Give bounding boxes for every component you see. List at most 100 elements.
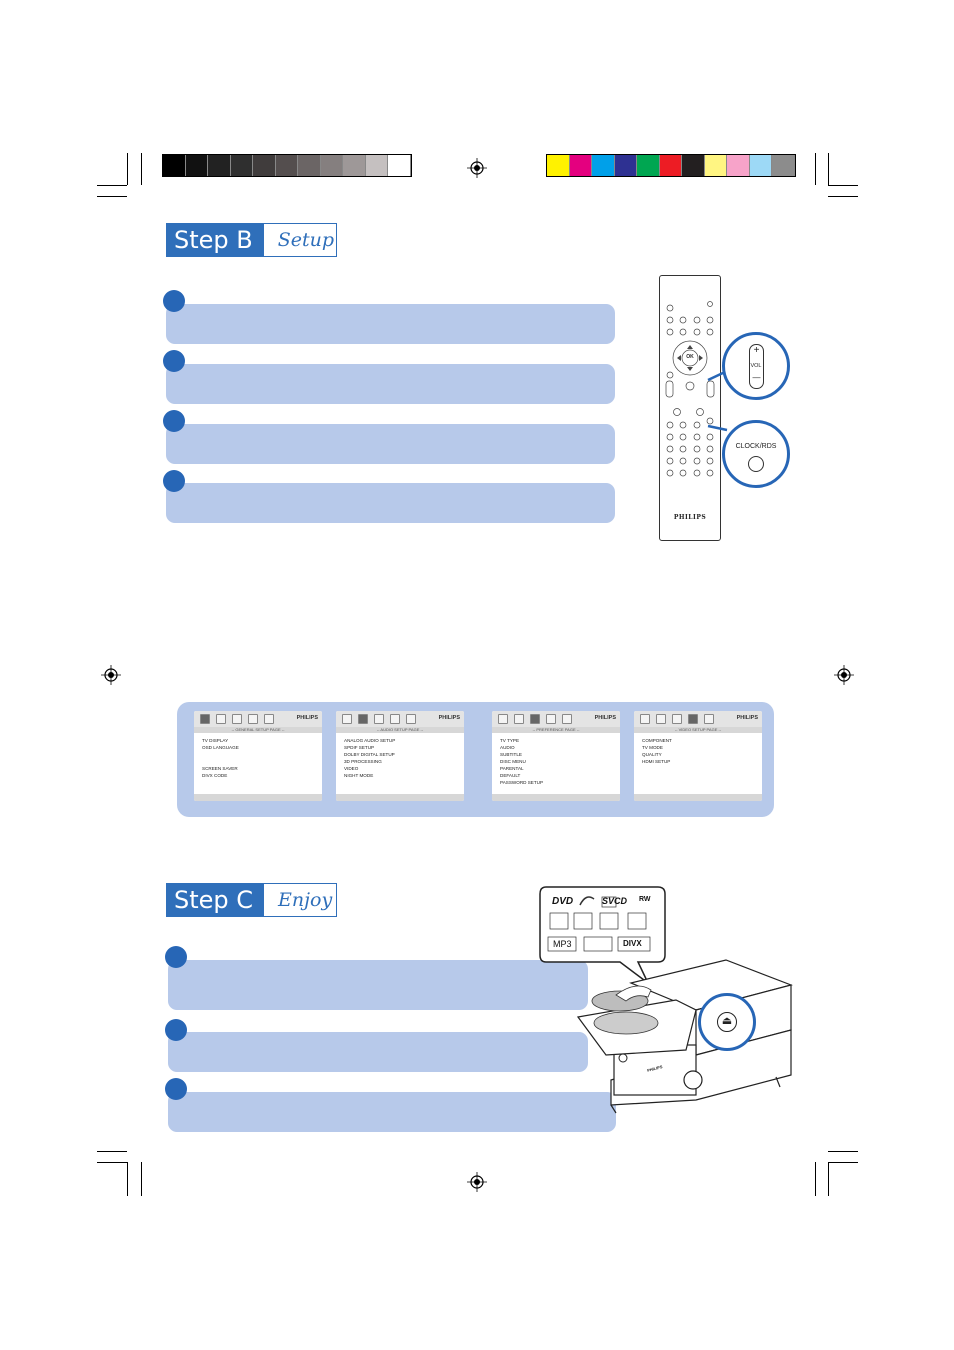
process-color-bar [546,154,796,177]
color-swatch [388,155,411,176]
crop-mark [141,1162,142,1196]
setup-menu-item: PARENTAL [500,766,524,771]
step-c-bullet-3 [165,1078,187,1100]
setup-menu-item: 3D PROCESSING [344,759,382,764]
setup-page-icon [232,714,242,724]
setup-menu-item: TV DISPLAY [202,738,229,743]
dvd-logo: DVD [552,896,574,907]
step-b-instruction-3 [166,424,615,464]
grayscale-color-bar [162,154,412,177]
step-c-instruction-1 [168,960,588,1010]
setup-menu-toolbar: PHILIPS [194,711,322,727]
step-b-bullet-3 [163,410,185,432]
setup-page-icon [200,714,210,724]
registration-mark-icon [467,158,487,178]
setup-page-icon [688,714,698,724]
step-c-label: Step C [166,883,264,917]
setup-page-title: -- AUDIO SETUP PAGE -- [336,727,464,733]
setup-menu-item: DIVX CODE [202,773,228,778]
crop-mark [97,185,127,186]
color-swatch [592,155,615,176]
setup-menu-item: SPDIF SETUP [344,745,375,750]
setup-page-icon [390,714,400,724]
setup-page-icon [498,714,508,724]
setup-page-icon [406,714,416,724]
setup-menu-item: DOLBY DIGITAL SETUP [344,752,395,757]
crop-mark [828,1162,858,1163]
color-swatch [727,155,750,176]
remote-ok-label: OK [686,354,694,360]
color-swatch [320,155,343,176]
vol-minus-label: — [752,373,761,382]
color-swatch [569,155,592,176]
setup-menu-footer [194,794,322,801]
setup-menu-screen: PHILIPS-- GENERAL SETUP PAGE --TV DISPLA… [194,711,322,801]
color-swatch [365,155,388,176]
screen-brand: PHILIPS [438,715,460,721]
crop-mark [828,153,829,185]
setup-menu-item: HDMI SETUP [642,759,671,764]
registration-mark-icon [834,665,854,685]
setup-page-icon [530,714,540,724]
step-c-instruction-2 [168,1032,588,1072]
crop-mark [828,185,858,186]
rw-logo: RW [639,896,651,903]
color-swatch [253,155,276,176]
registration-mark-icon [101,665,121,685]
setup-menu-item: PASSWORD SETUP [500,780,544,785]
color-swatch [614,155,637,176]
vol-plus-label: + [753,345,760,356]
setup-page-icon [514,714,524,724]
crop-mark [97,1162,127,1163]
setup-menu-item: AUDIO [500,745,515,750]
setup-menu-item: SUBTITLE [500,752,522,757]
color-swatch [185,155,208,176]
setup-menu-footer [634,794,762,801]
setup-menu-item: ANALOG AUDIO SETUP [344,738,396,743]
setup-page-icon [216,714,226,724]
setup-page-icon [342,714,352,724]
color-swatch [547,155,570,176]
color-swatch [772,155,795,176]
setup-page-icon [704,714,714,724]
color-swatch [637,155,660,176]
color-swatch [682,155,705,176]
step-c-heading: Step C Enjoy [166,883,338,917]
setup-page-icon [374,714,384,724]
step-c-subtitle: Enjoy [263,883,338,917]
vol-callout: + VOL — [722,332,790,400]
setup-page-icon [640,714,650,724]
setup-menu-item: TV MODE [642,745,663,750]
crop-mark [815,1162,816,1196]
color-swatch [343,155,366,176]
screen-brand: PHILIPS [594,715,616,721]
mp3-logo: MP3 [553,939,572,949]
crop-mark [141,153,142,185]
setup-page-icon [358,714,368,724]
svcd-logo: SVCD [602,896,628,906]
setup-menu-footer [492,794,620,801]
eject-button [717,1012,737,1032]
setup-menu-item: VIDEO [344,766,359,771]
setup-menu-item [194,758,322,765]
step-c-bullet-2 [165,1019,187,1041]
crop-mark [828,1162,829,1196]
step-b-bullet-4 [163,470,185,492]
setup-menu-footer [336,794,464,801]
remote-control: OK PHILIPS [659,275,721,541]
clock-rds-button [748,456,764,472]
eject-callout: ⏏ [698,993,756,1051]
color-swatch [659,155,682,176]
setup-page-icon [546,714,556,724]
screen-brand: PHILIPS [296,715,318,721]
setup-menu-toolbar: PHILIPS [336,711,464,727]
disc-logos-bubble [539,886,666,984]
color-swatch [298,155,321,176]
setup-menu-item: SCREEN SAVER [202,766,238,771]
eject-icon: ⏏ [721,1015,733,1027]
remote-brand: PHILIPS [673,514,707,521]
step-b-bullet-1 [163,290,185,312]
color-swatch [163,155,186,176]
remote-buttons-icon [665,301,715,477]
